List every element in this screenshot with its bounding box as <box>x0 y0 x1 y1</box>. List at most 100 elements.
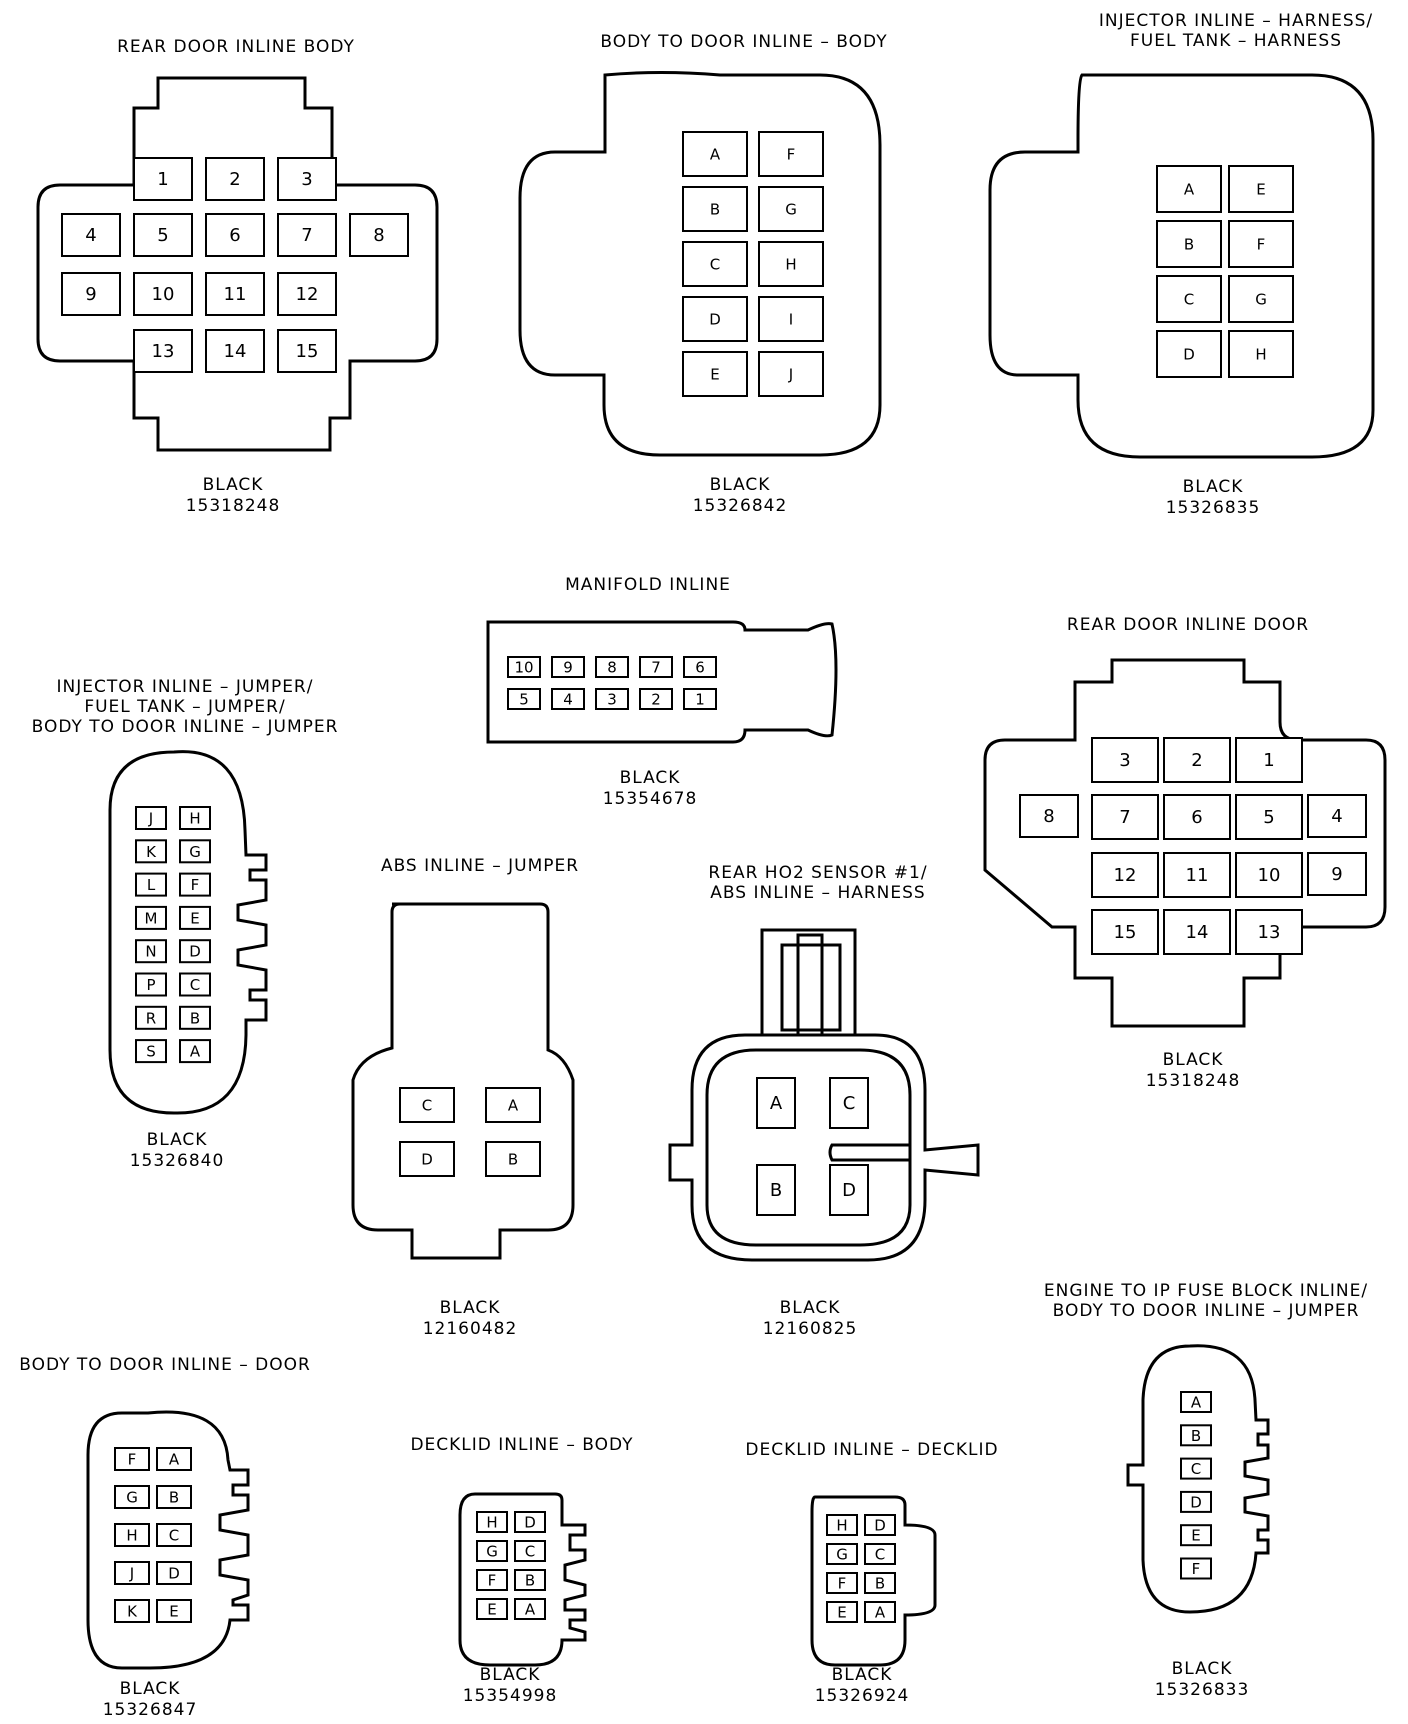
pin-cavity <box>1156 275 1222 323</box>
connector-part-number: 15354998 <box>463 1686 558 1706</box>
connector-part-number: 15326840 <box>130 1151 225 1171</box>
connector-outline <box>796 933 824 1037</box>
pin-label: 4 <box>563 691 573 709</box>
pin-cavity <box>133 213 193 257</box>
connector-color: BLACK <box>120 1679 181 1699</box>
pin-label: 6 <box>1191 807 1202 828</box>
connector-outline <box>36 76 439 452</box>
pin-cavity <box>514 1598 546 1620</box>
connector-outline <box>518 71 882 457</box>
pin-cavity <box>826 1514 858 1536</box>
pin-cavity <box>1091 737 1159 783</box>
pin-cavity <box>864 1601 896 1623</box>
connector-outline <box>780 943 842 1032</box>
pin-label: K <box>146 843 157 861</box>
connector-abs-inline-jumper <box>351 902 575 1260</box>
pin-cavity <box>135 939 167 964</box>
connector-part-number: 15318248 <box>1146 1071 1241 1091</box>
pin-label: D <box>842 1180 856 1201</box>
pin-label: M <box>145 909 158 927</box>
pin-label: 5 <box>519 691 529 709</box>
pin-label: S <box>146 1043 156 1061</box>
connector-manifold-inline <box>486 620 838 744</box>
pin-cavity <box>485 1087 541 1123</box>
pin-cavity <box>485 1141 541 1177</box>
pin-cavity <box>1235 852 1303 898</box>
connector-outline <box>828 1143 912 1162</box>
connector-title: BODY TO DOOR INLINE – JUMPER <box>32 717 339 737</box>
pin-label: G <box>189 843 201 861</box>
connector-outline <box>1126 1344 1270 1614</box>
pin-cavity <box>758 186 824 232</box>
pin-label: D <box>1183 346 1195 364</box>
pin-cavity <box>114 1523 150 1547</box>
pin-label: A <box>508 1097 519 1115</box>
connector-color: BLACK <box>480 1665 541 1685</box>
pin-cavity <box>179 806 211 830</box>
pin-cavity <box>1163 852 1231 898</box>
pin-label: 9 <box>85 284 96 305</box>
pin-cavity <box>1163 794 1231 840</box>
connector-color: BLACK <box>780 1298 841 1318</box>
pin-cavity <box>1228 275 1294 323</box>
connector-outline <box>705 1048 912 1247</box>
pin-label: B <box>710 201 720 219</box>
pin-label: J <box>129 1565 134 1583</box>
pin-label: H <box>189 810 200 828</box>
pin-cavity <box>551 656 585 678</box>
pin-cavity <box>205 329 265 373</box>
pin-label: F <box>191 876 200 894</box>
pin-cavity <box>135 839 167 864</box>
pin-cavity <box>864 1572 896 1594</box>
pin-label: 6 <box>229 225 240 246</box>
connector-part-number: 15326835 <box>1166 498 1261 518</box>
connector-outline <box>486 620 838 744</box>
pin-label: 11 <box>1186 865 1209 886</box>
pin-cavity <box>135 1039 167 1064</box>
connector-title: INJECTOR INLINE – HARNESS/ <box>1099 11 1373 31</box>
pin-cavity <box>114 1561 150 1585</box>
pin-label: 5 <box>157 225 168 246</box>
connector-title: FUEL TANK – HARNESS <box>1130 31 1342 51</box>
pin-cavity <box>277 329 337 373</box>
pin-cavity <box>156 1447 192 1471</box>
pin-cavity <box>1180 1424 1212 1447</box>
pin-cavity <box>683 656 717 678</box>
pin-label: B <box>190 1009 200 1027</box>
pin-cavity <box>682 351 748 397</box>
connector-part-number: 15326842 <box>693 496 788 516</box>
pin-label: B <box>508 1151 518 1169</box>
pin-cavity <box>826 1572 858 1594</box>
pin-cavity <box>133 157 193 201</box>
pin-cavity <box>205 213 265 257</box>
pin-label: K <box>127 1603 138 1621</box>
pin-cavity <box>1235 909 1303 955</box>
pin-cavity <box>1307 852 1367 896</box>
pin-label: E <box>1256 181 1265 199</box>
pin-label: J <box>148 810 153 828</box>
pin-cavity <box>1091 794 1159 840</box>
pin-label: G <box>836 1546 848 1564</box>
pin-label: D <box>189 943 201 961</box>
connector-title: BODY TO DOOR INLINE – BODY <box>600 32 887 52</box>
pin-label: D <box>874 1517 886 1535</box>
pin-cavity <box>135 972 167 997</box>
pin-label: 1 <box>157 169 168 190</box>
pin-cavity <box>205 272 265 316</box>
pin-label: A <box>710 146 721 164</box>
pin-label: 13 <box>1258 922 1281 943</box>
pin-label: H <box>1255 346 1266 364</box>
pin-label: A <box>525 1601 536 1619</box>
pin-cavity <box>1180 1490 1212 1513</box>
pin-cavity <box>399 1087 455 1123</box>
pin-label: E <box>487 1601 496 1619</box>
pin-cavity <box>114 1599 150 1623</box>
pin-cavity <box>135 1005 167 1030</box>
pin-cavity <box>756 1077 796 1129</box>
pin-cavity <box>864 1514 896 1536</box>
pin-label: H <box>126 1527 137 1545</box>
pin-label: E <box>190 909 199 927</box>
pin-cavity <box>179 1005 211 1030</box>
pin-cavity <box>1307 794 1367 838</box>
pin-cavity <box>1163 909 1231 955</box>
